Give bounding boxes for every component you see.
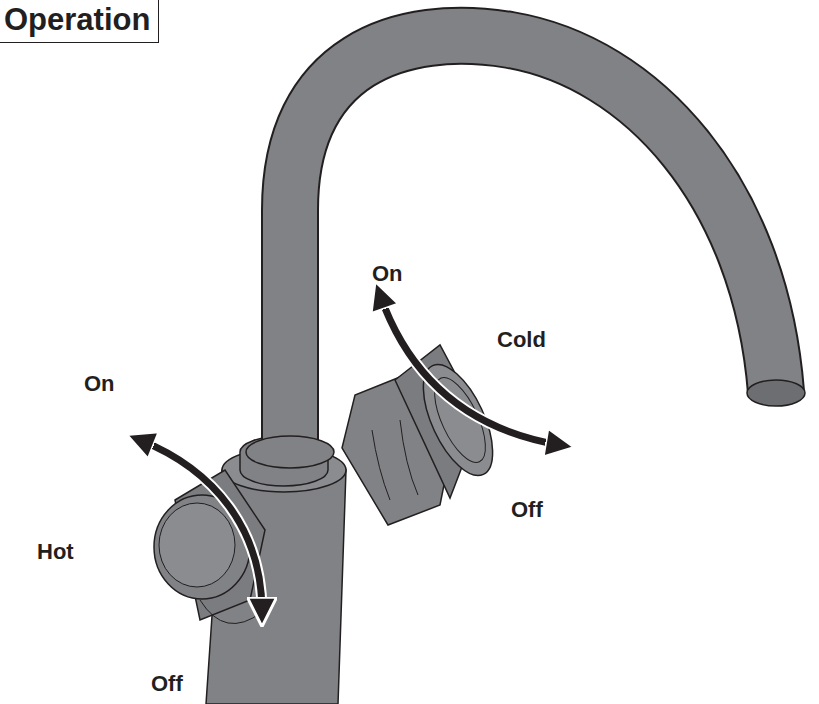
operation-label: On: [372, 262, 403, 286]
operation-label: Off: [151, 672, 183, 696]
title: Operation: [0, 0, 159, 43]
operation-label: Off: [511, 498, 543, 522]
operation-label: Hot: [37, 540, 74, 564]
operation-label: Cold: [497, 328, 546, 352]
rotation-arrows: [140, 295, 560, 612]
operation-label: On: [84, 372, 115, 396]
faucet-spout: [246, 36, 805, 468]
